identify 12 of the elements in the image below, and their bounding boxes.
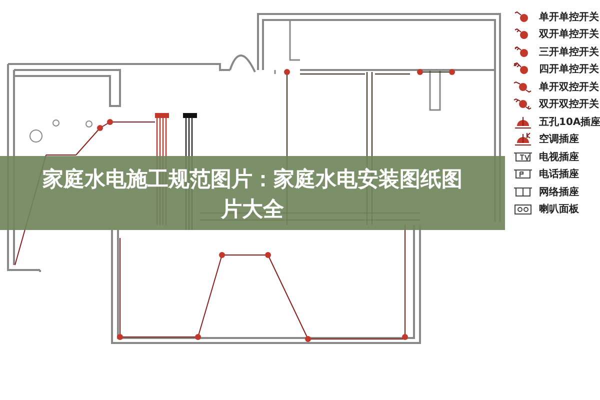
legend-label: 双开单控开关 bbox=[539, 28, 599, 42]
legend-label: 空调插座 bbox=[539, 132, 579, 146]
legend-label: 双开双控开关 bbox=[539, 98, 599, 112]
title-banner: 家庭水电施工规范图片：家庭水电安装图纸图片大全 bbox=[0, 156, 505, 230]
legend-label: 电话插座 bbox=[539, 167, 579, 182]
legend-label: 四开单控开关 bbox=[539, 62, 599, 76]
legend-label: 喇叭面板 bbox=[539, 202, 579, 216]
legend-label: 单开单控开关 bbox=[539, 10, 599, 24]
legend-label: 电视插座 bbox=[539, 150, 579, 164]
legend-label: 网络插座 bbox=[539, 185, 579, 199]
legend-label: 三开单控开关 bbox=[539, 46, 599, 59]
legend-label: 单开双控开关 bbox=[539, 80, 599, 94]
